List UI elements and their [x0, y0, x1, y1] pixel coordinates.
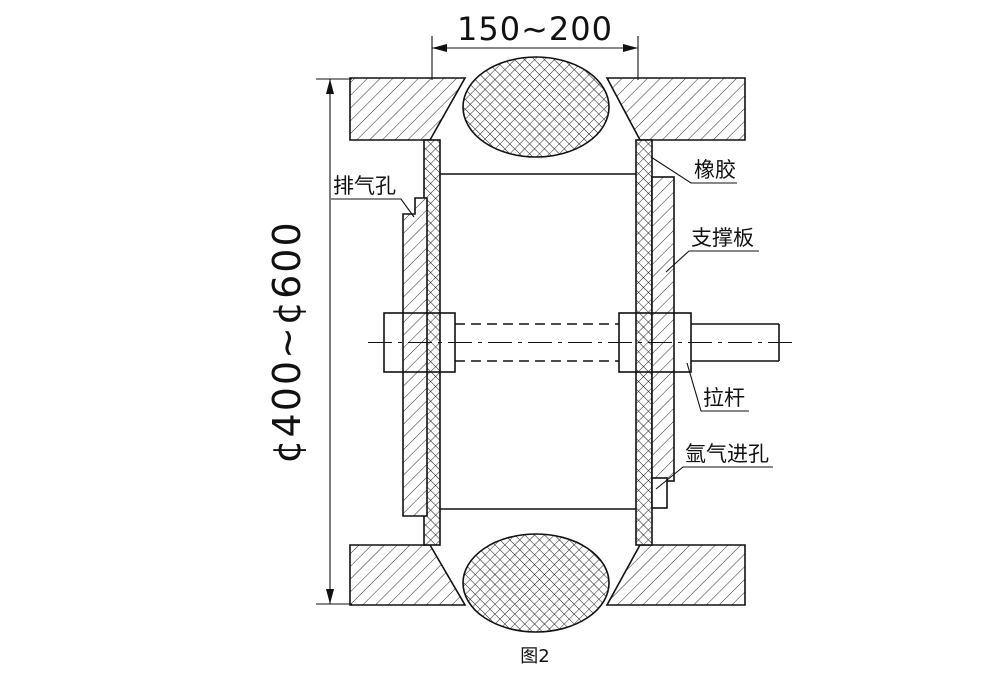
callout-rubber: 橡胶	[650, 156, 737, 184]
callout-tie-rod: 拉杆	[686, 362, 749, 412]
weld-bead-top	[462, 56, 610, 158]
cavity-edges	[440, 173, 636, 510]
pipe-wall-bottom-right	[605, 544, 746, 606]
callout-support-plate: 支撑板	[665, 226, 759, 273]
argon-inlet-port	[651, 477, 668, 509]
weld-beads	[462, 56, 610, 633]
pipe-wall-top-left	[349, 77, 467, 141]
arrowhead-right	[623, 44, 638, 52]
support-plate-left	[402, 197, 428, 517]
dimension-text-groove-width: 150~200	[457, 10, 613, 48]
rubber-leader	[650, 156, 737, 184]
label-rubber: 橡胶	[694, 158, 736, 182]
figure-caption: 图2	[520, 646, 549, 667]
weld-bead-bottom	[462, 533, 610, 633]
argon-inlet-port-mask	[652, 478, 667, 508]
argon-inlet-leader	[655, 466, 773, 490]
pipe-wall-bottom-left	[349, 544, 467, 606]
support-plate-leader	[665, 250, 759, 273]
pipe-wall-section	[349, 77, 746, 606]
left-seal-assembly	[402, 139, 441, 546]
label-tie-rod: 拉杆	[703, 386, 745, 410]
dimension-pipe-diameter: ¢400~¢600	[265, 78, 352, 605]
label-exhaust-hole: 排气孔	[333, 174, 396, 198]
arrowhead-top	[326, 79, 334, 94]
dimension-groove-width: 150~200	[431, 10, 639, 80]
tie-rod-assembly	[368, 312, 792, 373]
label-support-plate: 支撑板	[691, 226, 754, 250]
dimension-text-pipe-diameter: ¢400~¢600	[265, 220, 309, 463]
arrowhead-left	[432, 44, 447, 52]
support-plate-right	[651, 176, 675, 482]
tie-rod-leader	[686, 362, 749, 412]
callout-argon-inlet: 氩气进孔	[655, 442, 773, 490]
callouts: 排气孔 橡胶 支撑板 拉杆 氩气进孔	[331, 156, 773, 490]
pipe-wall-top-right	[605, 77, 746, 141]
callout-exhaust-hole: 排气孔	[331, 174, 415, 218]
label-argon-inlet: 氩气进孔	[685, 442, 769, 466]
exhaust-hole-leader	[331, 198, 415, 218]
arrowhead-bottom	[326, 589, 334, 604]
